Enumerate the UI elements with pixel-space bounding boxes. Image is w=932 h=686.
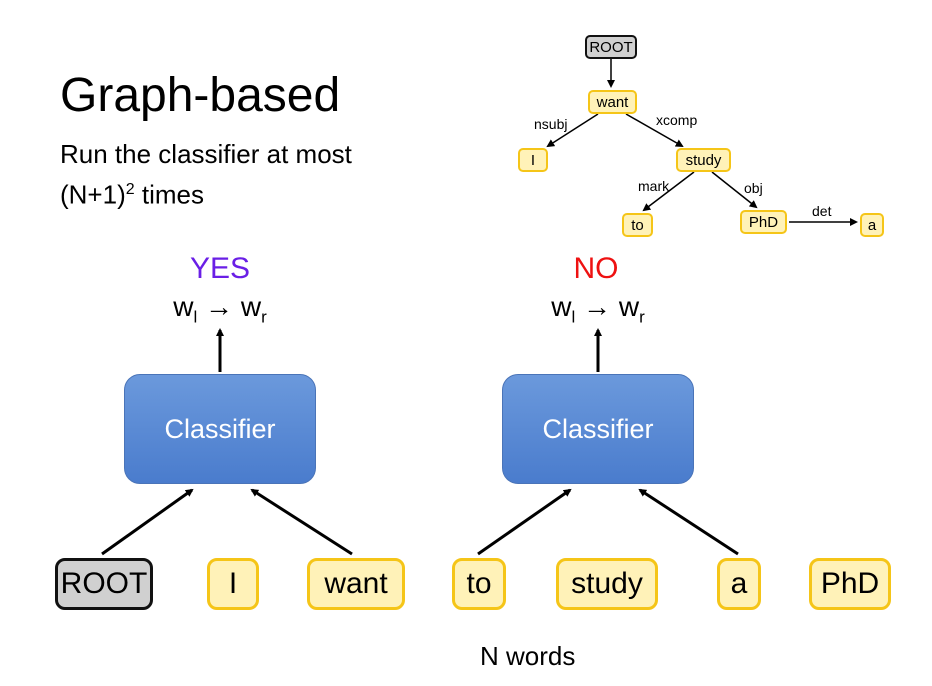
subtitle-expr: (N+1) [60, 179, 126, 210]
subtitle-suffix: times [134, 179, 204, 210]
arc-label-right: wl → wr [518, 290, 678, 335]
tree-node-want: want [588, 90, 637, 114]
classifier-left: Classifier [124, 374, 316, 484]
tree-edge-want-i [546, 113, 599, 148]
word-want: want [307, 558, 405, 610]
tree-label-det: det [812, 203, 832, 219]
subtitle-exponent: 2 [125, 181, 135, 198]
decision-yes: YES [189, 252, 251, 285]
tree-edge-study-to [642, 171, 695, 212]
word-to: to [452, 558, 506, 610]
n-words-caption: N words [480, 641, 576, 671]
word-root: ROOT [55, 558, 153, 610]
subtitle-line-2: (N+1)2 times [60, 173, 204, 212]
tree-label-obj: obj [744, 180, 763, 196]
tree-node-study: study [676, 148, 731, 172]
arc-w-left-head: w [173, 291, 194, 322]
decision-no: NO [573, 252, 619, 285]
tree-node-to: to [622, 213, 653, 237]
arrow-to-to-classifier [477, 488, 572, 556]
word-study: study [556, 558, 658, 610]
tree-label-nsubj: nsubj [534, 116, 568, 132]
tree-node-root: ROOT [585, 35, 637, 59]
tree-node-phd: PhD [740, 210, 787, 234]
arc-arrow-left: → [197, 291, 241, 322]
arc-sub-l-right: l [571, 307, 576, 327]
tree-node-i: I [518, 148, 548, 172]
arc-sub-r-right: r [639, 307, 645, 327]
arc-sub-r-left: r [261, 307, 267, 327]
arc-w-left-dep: w [240, 291, 262, 322]
arc-w-right-head: w [551, 291, 572, 322]
tree-node-a: a [860, 213, 884, 237]
arrow-a-to-classifier [638, 488, 739, 556]
subtitle-line-1: Run the classifier at most [60, 139, 352, 169]
tree-label-mark: mark [638, 178, 670, 194]
arc-w-right-dep: w [618, 291, 640, 322]
tree-label-xcomp: xcomp [656, 112, 698, 128]
classifier-right: Classifier [502, 374, 694, 484]
word-phd: PhD [809, 558, 891, 610]
word-i: I [207, 558, 259, 610]
arc-label-left: wl → wr [140, 290, 300, 335]
arrow-want-to-classifier [250, 488, 353, 556]
arc-sub-l-left: l [193, 307, 198, 327]
tree-edge-study-phd [711, 171, 758, 209]
arc-arrow-right: → [575, 291, 619, 322]
arrow-root-to-classifier [101, 488, 194, 556]
slide-title: Graph-based [60, 69, 341, 122]
word-a: a [717, 558, 761, 610]
tree-edge-want-study [625, 113, 684, 147]
